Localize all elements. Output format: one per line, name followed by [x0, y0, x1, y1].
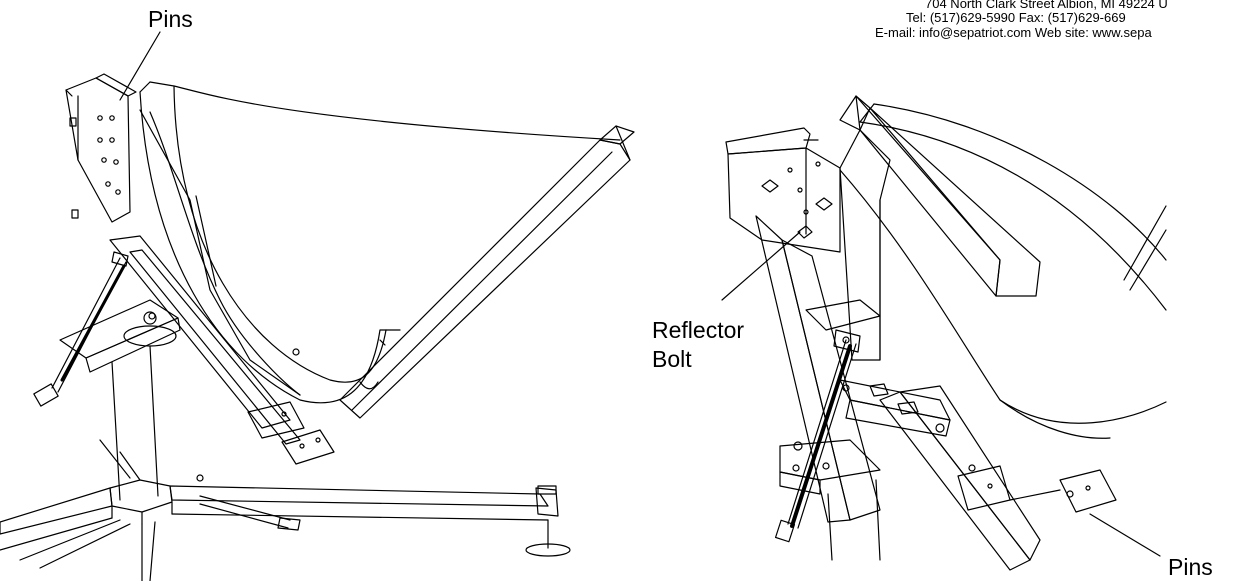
left-az-mount [59, 299, 181, 373]
left-front-frame [109, 235, 335, 465]
left-reflector-dish [139, 81, 621, 404]
company-phone-fax: Tel: (517)629-5990 Fax: (517)629-669 [906, 10, 1126, 25]
right-cross-bar [805, 299, 951, 437]
right-pin-brackets [957, 464, 1117, 513]
company-address: 704 North Clark Street Albion, MI 49224 … [925, 0, 1168, 11]
pins-top-leader-line [119, 31, 161, 101]
right-mount-plate [725, 127, 841, 253]
reflector-bolt-callout-line1: Reflector [652, 317, 745, 343]
right-reflector-rim [839, 103, 1167, 439]
left-mount-plate [65, 73, 137, 223]
left-feed-arm [339, 125, 635, 419]
left-jack-screw [33, 251, 129, 407]
left-mast [111, 345, 159, 501]
pins-bottom-leader-line [1089, 513, 1161, 557]
pins-callout-bottom: Pins [1168, 554, 1213, 580]
right-antenna-drawing [721, 95, 1167, 571]
right-frame-rails [755, 95, 1041, 571]
reflector-bolt-callout-line2: Bolt [652, 346, 692, 372]
company-email-web: E-mail: info@sepatriot.com Web site: www… [875, 25, 1152, 40]
pins-callout-top: Pins [148, 6, 193, 32]
left-antenna-drawing [0, 31, 635, 581]
left-tripod-base [0, 439, 571, 581]
right-lower-bracket [779, 439, 881, 561]
right-jack-screw [774, 329, 861, 543]
